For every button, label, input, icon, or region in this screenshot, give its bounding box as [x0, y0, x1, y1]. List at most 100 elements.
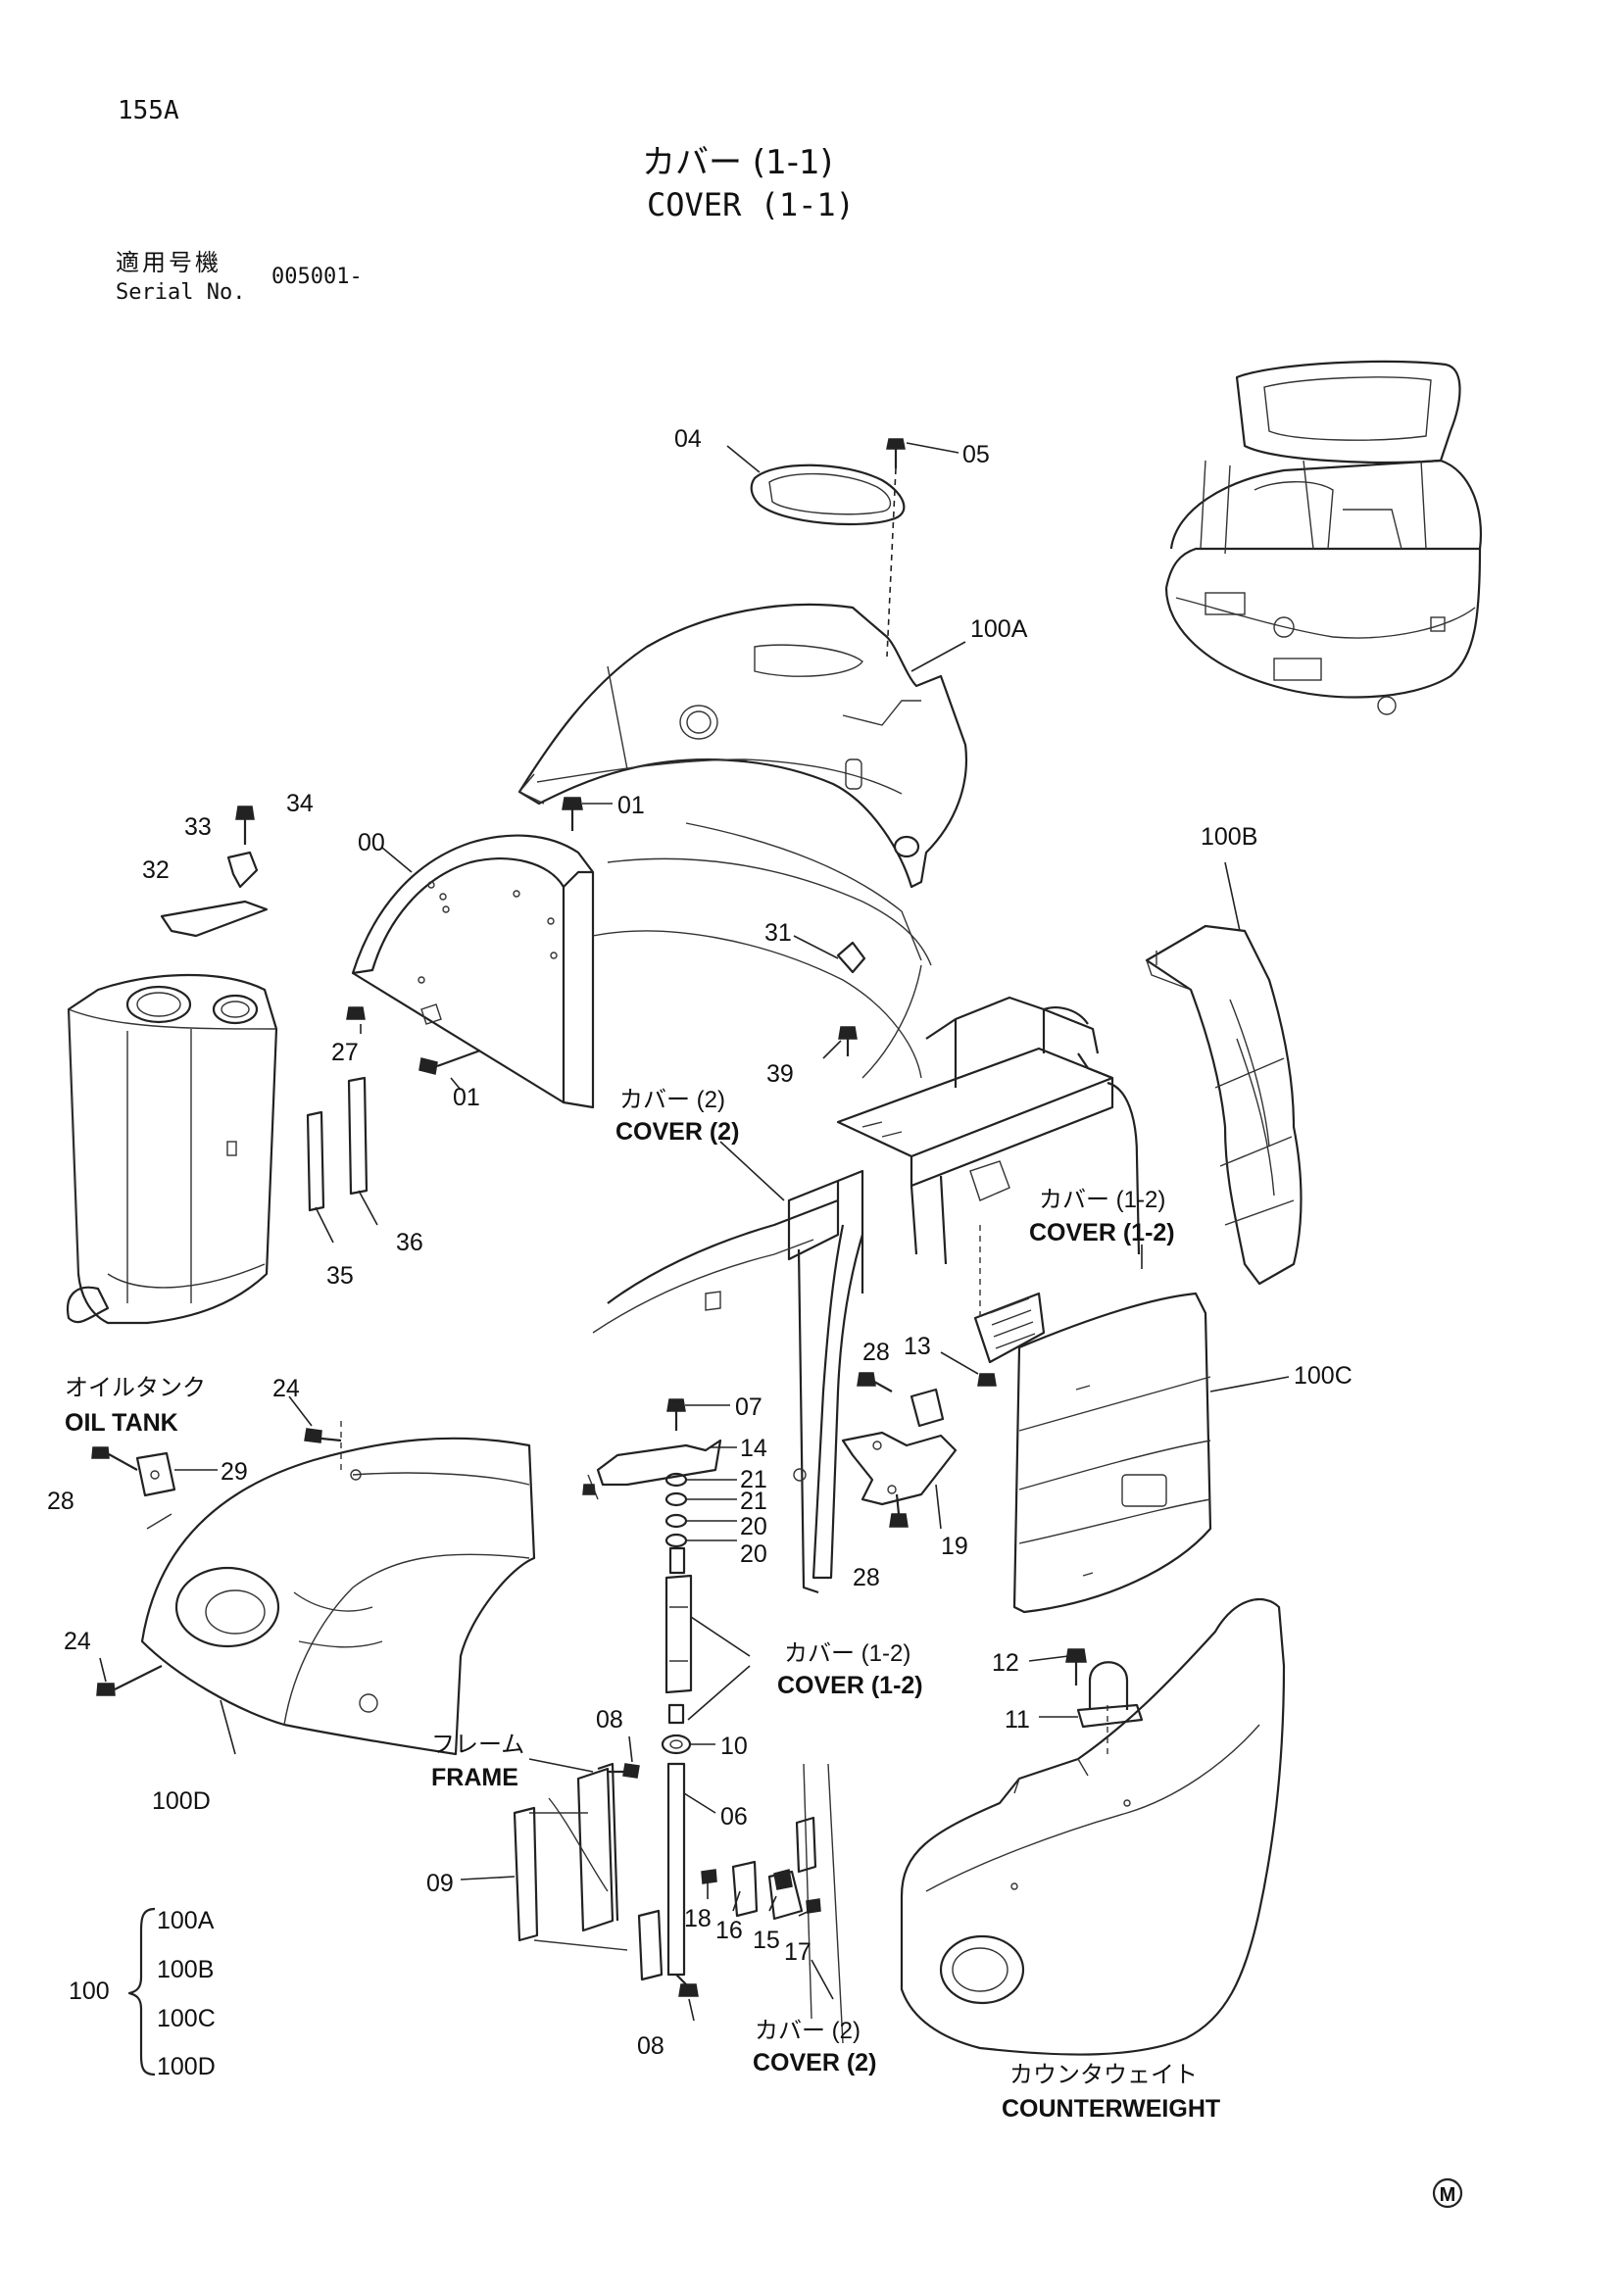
label-cover-1-2-upper-jp: カバー (1-2)	[1039, 1187, 1165, 1213]
callout-27: 27	[331, 1039, 359, 1066]
page-number: 155A	[118, 96, 179, 125]
callout-34: 34	[286, 790, 314, 817]
cover-1-2-stay	[664, 1546, 693, 1725]
callout-35: 35	[326, 1262, 354, 1290]
part-27-nut	[346, 1006, 366, 1020]
callout-16: 16	[715, 1917, 743, 1944]
callout-100B: 100B	[1201, 823, 1257, 851]
callout-100D: 100D	[152, 1787, 211, 1815]
part-04-inspection-lid	[750, 464, 906, 526]
part-00-side-panel	[351, 834, 595, 1109]
part-group-legend: 100 100A 100B 100C 100D	[69, 1907, 216, 2080]
callout-14: 14	[740, 1435, 767, 1462]
part-17-bolt	[806, 1898, 821, 1914]
callout-28-upper: 28	[862, 1339, 890, 1366]
callout-100A: 100A	[970, 615, 1028, 643]
part-28-bolt-lower	[889, 1493, 909, 1528]
part-20-washers	[664, 1513, 688, 1548]
callout-13: 13	[904, 1333, 931, 1360]
label-frame-jp: フレーム	[431, 1732, 524, 1758]
callout-39: 39	[766, 1060, 794, 1088]
callout-numbers: 04 05 100A 34 33 32 01 00 27 01 31 39 10…	[47, 425, 1352, 2060]
clip-part	[910, 1388, 945, 1428]
hinge-cover-1-2	[973, 1225, 1046, 1364]
part-31-stopper	[836, 941, 866, 974]
part-15-bracket	[767, 1869, 804, 1921]
part-36-pad	[347, 1076, 369, 1196]
callout-12: 12	[992, 1649, 1019, 1677]
callout-36: 36	[396, 1229, 423, 1256]
label-cover-2-lower-jp: カバー (2)	[755, 2018, 861, 2044]
label-frame-en: FRAME	[431, 1764, 518, 1791]
callout-10: 10	[720, 1733, 748, 1760]
label-cover-1-2-upper-en: COVER (1-2)	[1029, 1219, 1175, 1246]
circled-m-mark: M	[1432, 2177, 1463, 2209]
part-01-bolt-upper	[562, 797, 583, 831]
label-cover-2-lower-en: COVER (2)	[753, 2049, 876, 2076]
part-06-rod	[666, 1762, 686, 1977]
mark-letter: M	[1440, 2184, 1456, 2206]
callout-01-lower: 01	[453, 1084, 480, 1111]
callout-00: 00	[358, 829, 385, 856]
frame-structure	[592, 996, 1141, 1594]
page-title-jp: カバー (1-1)	[642, 143, 833, 182]
callout-05: 05	[962, 441, 990, 468]
callout-06: 06	[720, 1803, 748, 1831]
part-05-bolt	[886, 438, 906, 658]
callout-11: 11	[1005, 1706, 1030, 1734]
callout-32: 32	[142, 856, 170, 884]
part-32-bracket	[160, 900, 269, 938]
captions: カバー (2) COVER (2) カバー (1-2) COVER (1-2) …	[65, 1087, 1220, 2123]
part-09-plate	[513, 1806, 664, 1981]
callout-21-a: 21	[740, 1466, 767, 1493]
callout-33: 33	[184, 813, 212, 841]
serial-value: 005001-	[271, 265, 363, 289]
part-28-bolt-left	[91, 1446, 138, 1471]
part-counterweight	[900, 1598, 1286, 2056]
callout-28-left: 28	[47, 1488, 74, 1515]
part-100B-rear-cover	[1145, 924, 1303, 1286]
label-counterweight-en: COUNTERWEIGHT	[1002, 2095, 1220, 2123]
label-oil-tank-en: OIL TANK	[65, 1409, 178, 1437]
part-29-plate	[135, 1451, 176, 1497]
label-cover-2-upper-jp: カバー (2)	[619, 1087, 725, 1113]
label-cover-1-2-lower-jp: カバー (1-2)	[784, 1640, 910, 1667]
callout-18: 18	[684, 1905, 712, 1932]
callout-24-upper: 24	[272, 1375, 300, 1402]
part-33-clip	[226, 851, 259, 889]
callout-29: 29	[221, 1458, 248, 1486]
part-14-bracket	[582, 1439, 722, 1500]
legend-item-100B: 100B	[157, 1956, 214, 1983]
part-13-bolt	[977, 1373, 997, 1387]
part-08-bolt-lower	[675, 1974, 699, 1997]
callout-04: 04	[674, 425, 702, 453]
callout-100C: 100C	[1294, 1362, 1352, 1390]
part-01-bolt-lower	[418, 1049, 481, 1075]
part-11-lifting-eye	[1076, 1661, 1144, 1729]
callout-28-lower: 28	[853, 1564, 880, 1591]
serial-label-en: Serial No.	[116, 280, 246, 305]
part-07-bolt	[666, 1398, 686, 1431]
label-cover-1-2-lower-en: COVER (1-2)	[777, 1672, 923, 1699]
callout-08-lower: 08	[637, 2032, 664, 2060]
part-10-washer	[661, 1734, 692, 1755]
legend-item-100C: 100C	[157, 2005, 216, 2032]
part-100A-top-cover	[517, 603, 967, 889]
cover-2-lower-panel	[795, 1763, 844, 2044]
part-24-bolt-lower	[96, 1665, 163, 1696]
label-cover-2-upper-en: COVER (2)	[615, 1118, 739, 1146]
callout-24-lower: 24	[64, 1628, 91, 1655]
callout-09: 09	[426, 1870, 454, 1897]
part-35-pad	[306, 1110, 325, 1212]
callout-20-b: 20	[740, 1540, 767, 1568]
cover-2-outline	[592, 822, 932, 1079]
part-18-bolt	[701, 1869, 717, 1884]
part-16-latch	[731, 1860, 759, 1918]
callout-20-a: 20	[740, 1513, 767, 1540]
leader-lines	[99, 442, 1290, 2022]
callout-15: 15	[753, 1927, 780, 1954]
callout-31: 31	[764, 919, 792, 947]
part-39-bolt	[838, 1026, 858, 1056]
part-oil-tank	[66, 973, 278, 1325]
